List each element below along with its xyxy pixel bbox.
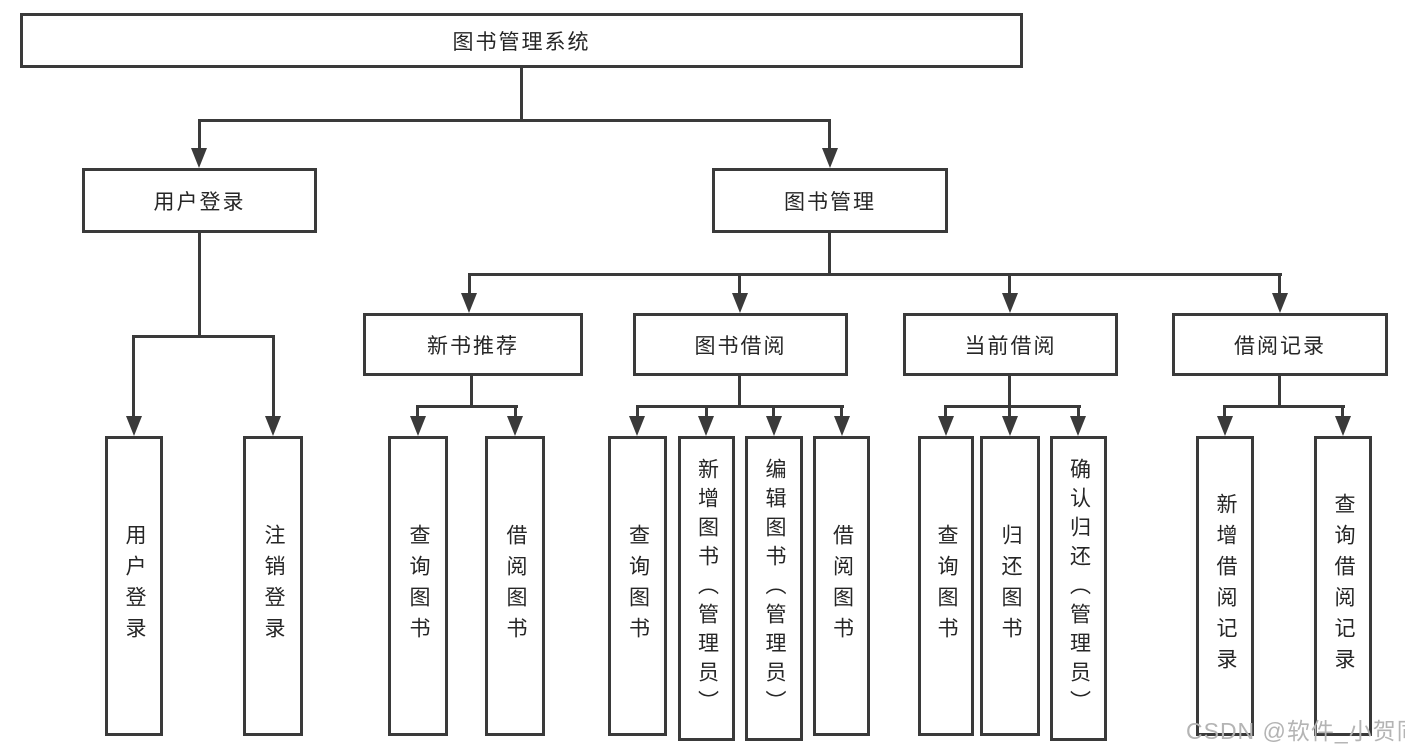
node-root: 图书管理系统 — [20, 13, 1023, 68]
watermark: CSDN @软件_小贺同学 — [1186, 718, 1405, 744]
node-new-book-recommend: 新书推荐 — [363, 313, 583, 376]
leaf-label: 查询图书 — [626, 524, 650, 648]
leaf-query-books-borrow: 查询图书 — [608, 436, 667, 736]
leaf-label: 查询借阅记录 — [1332, 493, 1355, 679]
leaf-logout: 注销登录 — [243, 436, 303, 736]
arrow-down-icon — [766, 416, 782, 436]
connector-line — [738, 273, 741, 296]
node-book-management: 图书管理 — [712, 168, 948, 233]
connector-line — [468, 273, 471, 296]
arrow-down-icon — [1272, 293, 1288, 313]
connector-line — [514, 405, 517, 419]
connector-line — [705, 405, 708, 419]
node-book-borrow: 图书借阅 — [633, 313, 848, 376]
connector-line — [828, 233, 831, 276]
node-current-borrow: 当前借阅 — [903, 313, 1118, 376]
connector-line — [416, 405, 419, 419]
leaf-confirm-return-admin: 确认归还（管理员） — [1050, 436, 1107, 741]
arrow-down-icon — [191, 148, 207, 168]
connector-line — [840, 405, 843, 419]
leaf-label: 新增借阅记录 — [1214, 493, 1237, 679]
arrow-down-icon — [822, 148, 838, 168]
connector-line — [1341, 405, 1344, 419]
connector-line — [1008, 405, 1011, 419]
connector-line — [132, 335, 275, 338]
leaf-add-books-admin: 新增图书（管理员） — [678, 436, 735, 741]
leaf-add-borrow-record: 新增借阅记录 — [1196, 436, 1254, 736]
leaf-label: 归还图书 — [999, 524, 1022, 648]
leaf-label: 借阅图书 — [504, 524, 527, 648]
arrow-down-icon — [1217, 416, 1233, 436]
connector-line — [1223, 405, 1226, 419]
arrow-down-icon — [1002, 293, 1018, 313]
connector-line — [636, 405, 639, 419]
connector-line — [468, 273, 1282, 276]
leaf-query-books-current: 查询图书 — [918, 436, 974, 736]
connector-line — [944, 405, 947, 419]
connector-line — [944, 405, 1081, 408]
leaf-return-books: 归还图书 — [980, 436, 1040, 736]
arrow-down-icon — [507, 416, 523, 436]
arrow-down-icon — [698, 416, 714, 436]
connector-line — [416, 405, 518, 408]
leaf-label: 查询图书 — [407, 524, 430, 648]
arrow-down-icon — [1002, 416, 1018, 436]
leaf-edit-books-admin: 编辑图书（管理员） — [745, 436, 803, 741]
connector-line — [738, 375, 741, 408]
arrow-down-icon — [1335, 416, 1351, 436]
arrow-down-icon — [126, 416, 142, 436]
connector-line — [272, 335, 275, 420]
connector-line — [1008, 375, 1011, 408]
arrow-down-icon — [938, 416, 954, 436]
connector-line — [520, 68, 523, 122]
arrow-down-icon — [1070, 416, 1086, 436]
connector-line — [1223, 405, 1345, 408]
arrow-down-icon — [732, 293, 748, 313]
connector-line — [1278, 273, 1281, 296]
arrow-down-icon — [410, 416, 426, 436]
connector-line — [470, 375, 473, 408]
leaf-label: 注销登录 — [262, 524, 285, 648]
leaf-user-login: 用户登录 — [105, 436, 163, 736]
arrow-down-icon — [461, 293, 477, 313]
leaf-label: 用户登录 — [123, 524, 146, 648]
node-borrow-records: 借阅记录 — [1172, 313, 1388, 376]
leaf-label: 查询图书 — [935, 524, 958, 648]
node-user-login: 用户登录 — [82, 168, 317, 233]
leaf-label: 借阅图书 — [830, 524, 854, 648]
connector-line — [1008, 273, 1011, 296]
connector-line — [772, 405, 775, 419]
connector-line — [198, 119, 831, 122]
arrow-down-icon — [265, 416, 281, 436]
leaf-query-borrow-record: 查询借阅记录 — [1314, 436, 1372, 736]
connector-line — [1077, 405, 1080, 419]
leaf-borrow-books-recommend: 借阅图书 — [485, 436, 545, 736]
connector-line — [1278, 375, 1281, 408]
arrow-down-icon — [629, 416, 645, 436]
leaf-borrow-books: 借阅图书 — [813, 436, 870, 736]
leaf-label: 确认归还（管理员） — [1067, 458, 1091, 719]
connector-line — [636, 405, 844, 408]
leaf-label: 新增图书（管理员） — [695, 458, 719, 719]
connector-line — [132, 335, 135, 420]
connector-line — [828, 119, 831, 151]
leaf-query-books-recommend: 查询图书 — [388, 436, 448, 736]
leaf-label: 编辑图书（管理员） — [763, 458, 786, 719]
arrow-down-icon — [834, 416, 850, 436]
connector-line — [198, 232, 201, 338]
connector-line — [198, 119, 201, 151]
